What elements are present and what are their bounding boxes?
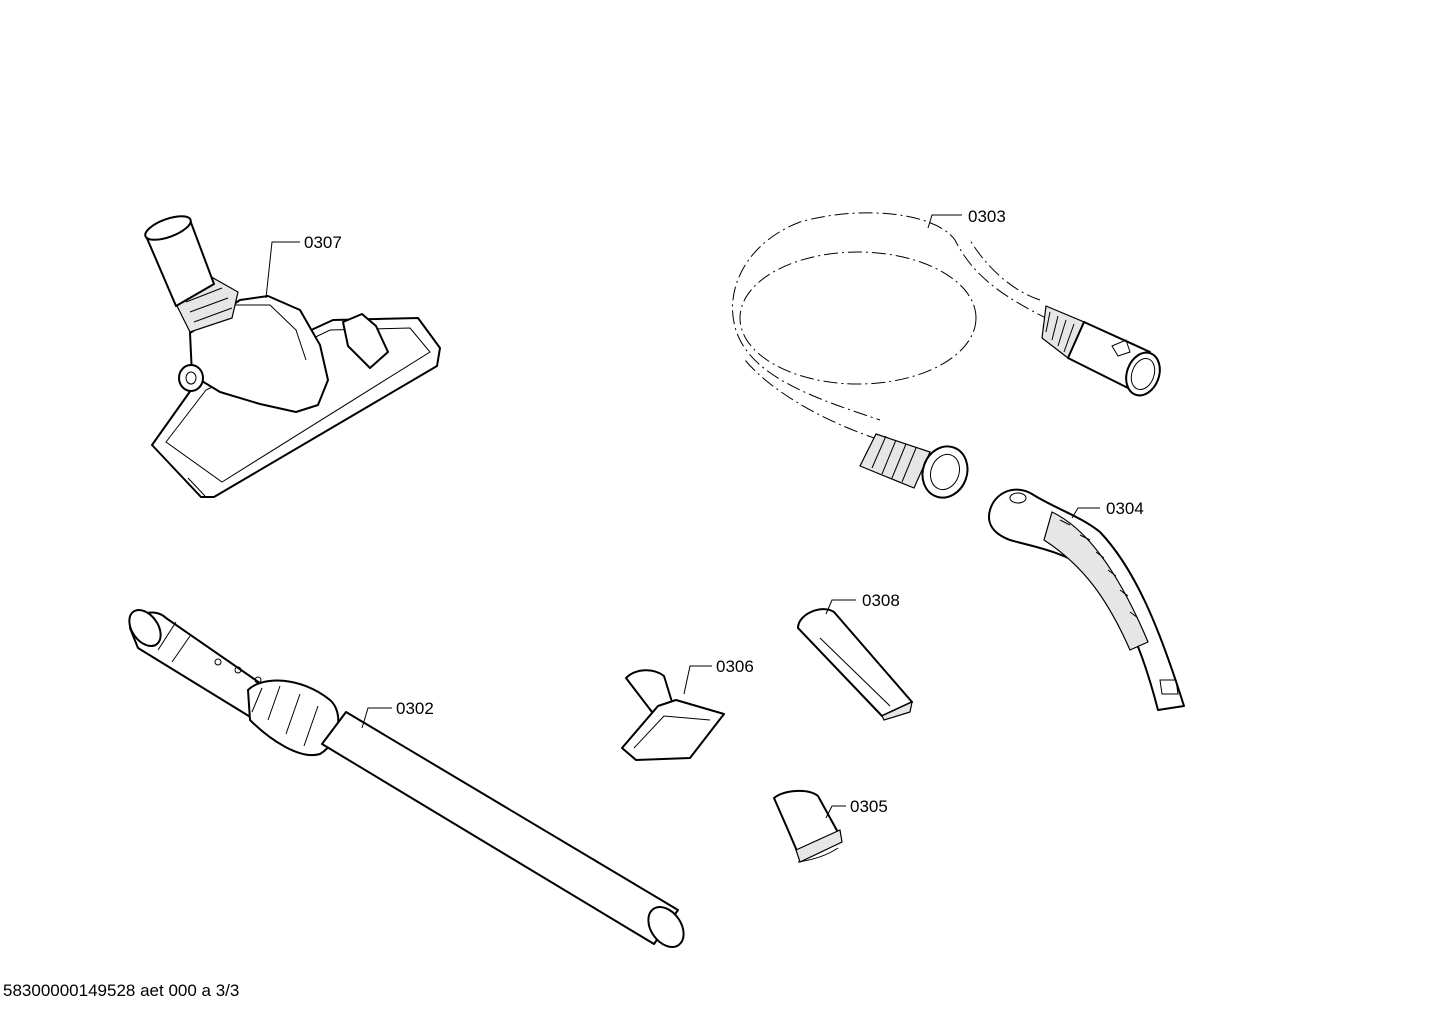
- upholstery-tool-part[interactable]: [621, 669, 725, 761]
- callout-0308-leader: [825, 599, 856, 615]
- callout-0306: 0306: [716, 657, 754, 676]
- document-id: 58300000149528 aet 000 a 3/3: [3, 981, 240, 1000]
- callout-0307-leader: [265, 241, 300, 299]
- callout-0308: 0308: [862, 591, 900, 610]
- parts-diagram: 0307 0303 0304: [123, 207, 1185, 953]
- callout-0302: 0302: [396, 699, 434, 718]
- callout-0304-leader: [1071, 507, 1100, 519]
- crevice-tool-part[interactable]: [797, 608, 913, 721]
- small-nozzle-part[interactable]: [773, 790, 843, 863]
- callout-0305-leader: [825, 805, 846, 819]
- callout-0303: 0303: [968, 207, 1006, 226]
- callout-0307: 0307: [304, 233, 342, 252]
- callout-0304: 0304: [1106, 499, 1144, 518]
- callout-0303-leader: [927, 214, 962, 229]
- extension-tube-part[interactable]: [123, 604, 691, 953]
- callout-0302-leader: [361, 707, 392, 729]
- callout-0305: 0305: [850, 797, 888, 816]
- callout-0306-leader: [683, 665, 712, 695]
- hose-part[interactable]: [732, 212, 1166, 504]
- floor-nozzle-part[interactable]: [142, 211, 441, 498]
- handle-part[interactable]: [988, 488, 1185, 711]
